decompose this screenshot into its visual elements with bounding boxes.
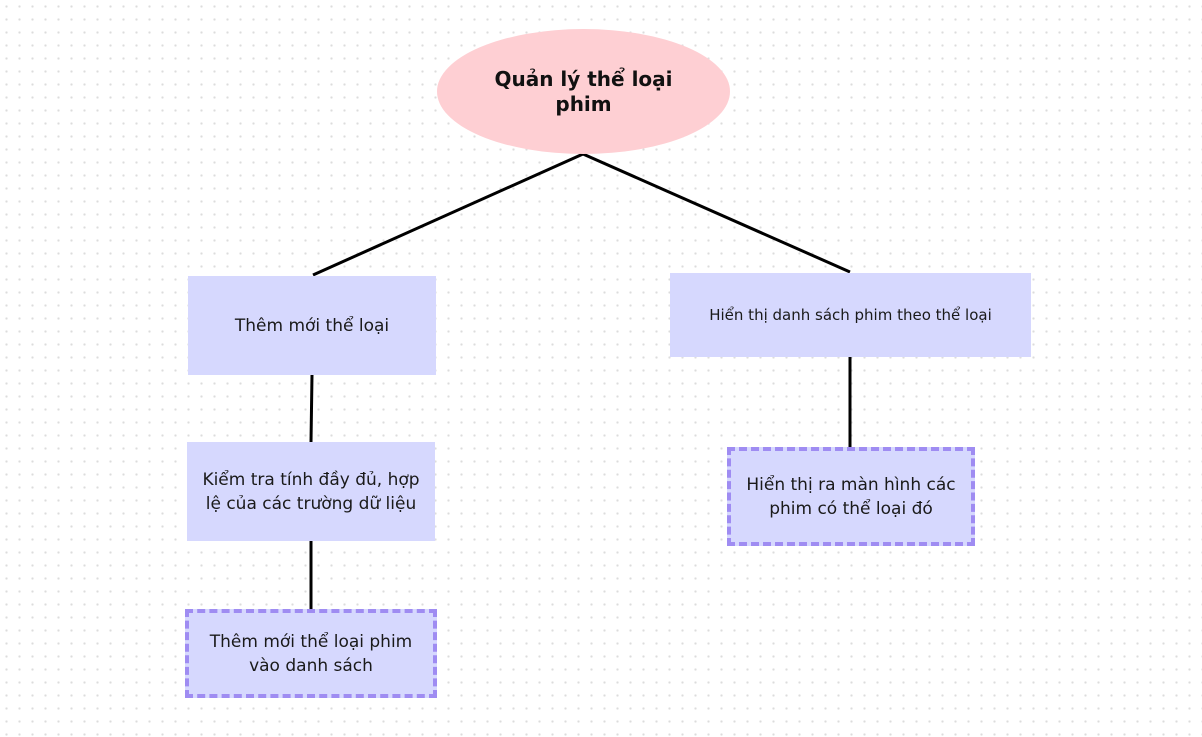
node-add-genre-label: Thêm mới thể loại — [234, 315, 390, 336]
edge-root-to-show-movies-by-genre — [582, 152, 851, 274]
node-add-genre-to-list[interactable]: Thêm mới thể loại phim vào danh sách — [185, 609, 437, 698]
node-show-movies-by-genre-label: Hiển thị danh sách phim theo thể loại — [709, 306, 992, 324]
node-validate-fields[interactable]: Kiểm tra tính đầy đủ, hợp lệ của các trư… — [187, 442, 435, 541]
root-node[interactable]: Quản lý thể loại phim — [437, 29, 730, 154]
node-add-genre[interactable]: Thêm mới thể loại — [188, 276, 436, 375]
edge-root-to-add-genre — [312, 152, 584, 277]
node-show-movies-by-genre[interactable]: Hiển thị danh sách phim theo thể loại — [670, 273, 1031, 357]
node-add-genre-to-list-label: Thêm mới thể loại phim vào danh sách — [209, 631, 413, 676]
edge-add-genre-to-validate-fields — [309, 374, 314, 443]
node-display-genre-movies[interactable]: Hiển thị ra màn hình các phim có thể loạ… — [727, 447, 975, 546]
node-validate-fields-label: Kiểm tra tính đầy đủ, hợp lệ của các trư… — [202, 469, 420, 514]
node-display-genre-movies-label: Hiển thị ra màn hình các phim có thể loạ… — [746, 474, 956, 519]
root-node-label: Quản lý thể loại phim — [494, 66, 673, 116]
